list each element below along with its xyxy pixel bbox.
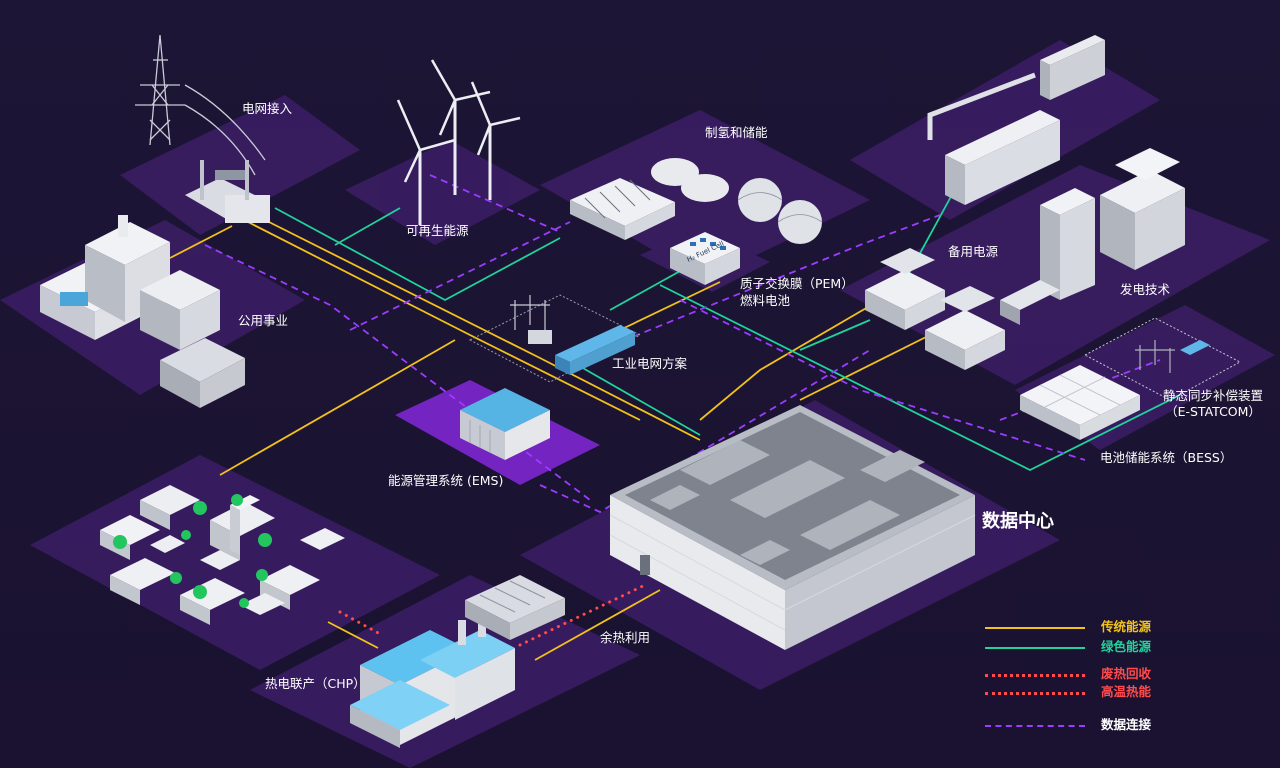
label-backup-power: 备用电源 <box>948 244 999 259</box>
estatcom <box>1083 317 1242 401</box>
line-grid-industrial <box>254 214 701 441</box>
legend-item-traditional: 传统能源 <box>985 619 1265 637</box>
data-center <box>609 405 976 650</box>
dl-industrial-gen <box>599 214 941 351</box>
label-renewable: 可再生能源 <box>406 223 469 238</box>
legend-swatch-high-temp <box>985 692 1085 695</box>
turbine-2 <box>430 59 491 195</box>
label-chp: 热电联产（CHP） <box>265 676 366 691</box>
chp-plant <box>350 575 565 748</box>
legend-label-traditional: 传统能源 <box>1101 619 1152 634</box>
legend-swatch-data <box>985 725 1085 727</box>
legend-item-waste-heat: 废热回收 <box>985 666 1265 684</box>
label-waste-heat: 余热利用 <box>600 630 651 645</box>
platform-grid <box>120 95 360 235</box>
grid-substation <box>185 160 270 223</box>
heat-city-chp <box>338 610 384 637</box>
grid-pylon <box>135 34 266 176</box>
label-industrial-grid: 工业电网方案 <box>612 356 688 371</box>
legend-item-high-temp: 高温热能 <box>985 684 1265 702</box>
generation-tech <box>927 35 1185 325</box>
traditional-energy-lines <box>169 214 931 661</box>
bess <box>1020 365 1140 440</box>
line-city-bus <box>219 339 456 476</box>
h2-storage <box>570 158 823 244</box>
legend-swatch-green <box>985 647 1085 649</box>
turbine-1 <box>396 99 456 225</box>
heat-lines <box>338 583 647 647</box>
line-gen-ind2 <box>799 334 931 401</box>
line-grid-green <box>274 207 561 302</box>
dl-ems-dc <box>539 349 871 514</box>
line-ind-backup <box>799 319 871 351</box>
label-h2-storage: 制氢和储能 <box>705 125 768 140</box>
dl-grid-ems <box>204 244 591 501</box>
turbine-3 <box>470 81 521 200</box>
label-bess: 电池储能系统（BESS） <box>1100 450 1233 465</box>
city-blocks <box>100 485 345 625</box>
label-estatcom-line1: 静态同步补偿装置 <box>1162 388 1263 403</box>
backup-generators <box>865 248 1005 370</box>
pem-fuel-cell <box>670 232 740 285</box>
label-utility: 公用事业 <box>238 313 289 328</box>
line-renew-grid <box>334 207 401 246</box>
label-ems: 能源管理系统 (EMS) <box>388 473 504 488</box>
line-gen-ind <box>699 299 881 421</box>
wind-turbines <box>396 59 521 225</box>
line-pem-bess <box>659 284 1181 472</box>
line-grid-utility <box>169 225 233 259</box>
utility-plant <box>40 215 245 408</box>
line-grid-datacenter <box>247 221 641 421</box>
label-pem-line2: 燃料电池 <box>740 293 791 308</box>
legend-item-green: 绿色能源 <box>985 639 1265 657</box>
legend-item-data: 数据连接 <box>985 717 1265 735</box>
industrial-substation <box>468 294 642 383</box>
label-pem-line1: 质子交换膜（PEM） <box>740 276 854 291</box>
legend-label-waste-heat: 废热回收 <box>1101 666 1152 681</box>
legend-label-green: 绿色能源 <box>1101 639 1152 654</box>
line-pem-industrial <box>619 281 721 331</box>
label-grid-access: 电网接入 <box>242 101 293 116</box>
legend-swatch-waste-heat <box>985 674 1085 677</box>
ems-building <box>460 388 550 460</box>
legend-label-high-temp: 高温热能 <box>1101 684 1152 699</box>
label-generation: 发电技术 <box>1120 282 1171 297</box>
legend-swatch-traditional <box>985 627 1085 629</box>
line-chp <box>327 621 379 649</box>
line-waste <box>534 589 661 661</box>
label-datacenter: 数据中心 <box>982 511 1054 532</box>
dl-renew <box>349 221 571 331</box>
label-estatcom-line2: （E-STATCOM） <box>1165 404 1261 419</box>
legend-label-data: 数据连接 <box>1101 717 1152 732</box>
